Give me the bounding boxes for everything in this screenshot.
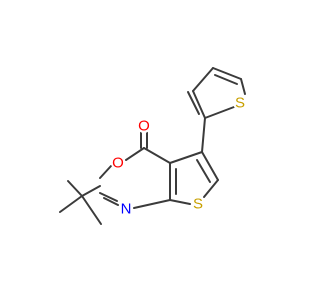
bond-c4a-c4 [143, 147, 171, 164]
atom-labels: O O N S S [111, 95, 247, 218]
bond-thienyl-c4-c5 [212, 67, 242, 80]
bond-c5-thienyl [201, 117, 206, 153]
atom-label-o: O [112, 155, 124, 172]
bond-c5-c6-double [196, 159, 211, 183]
atom-label-n: N [121, 201, 132, 218]
bonds [59, 67, 246, 225]
bond-tbutyl-me2 [59, 195, 83, 213]
atom-substituent-sulfur: S [233, 95, 247, 112]
bond-c2-n1-double [103, 197, 119, 206]
bond-tbutyl-me3 [81, 195, 102, 225]
atom-label-s: S [193, 196, 203, 213]
bond-thienyl-c2-c3-double [187, 91, 200, 115]
bond-c2-tbutyl [81, 185, 101, 197]
bond-c6-s7 [203, 179, 219, 198]
atom-fused-sulfur: S [191, 196, 205, 213]
bond-s7-c7a [169, 199, 191, 205]
bond-thienyl-c3-c4 [192, 67, 214, 92]
bond-c4a-c5 [169, 151, 203, 164]
bond-thienyl-c5-s [240, 78, 246, 95]
bond-c5-c6 [201, 151, 219, 181]
atom-carbonyl-oxygen: O [137, 118, 151, 135]
bond-c4-o3 [125, 147, 145, 161]
atom-ring-oxygen: O [111, 155, 125, 172]
bond-thienyl-c2-c3 [192, 90, 206, 119]
bond-thienyl-s-c2 [204, 106, 235, 119]
atom-ring-nitrogen: N [119, 201, 133, 218]
bond-tbutyl-me1 [67, 180, 83, 197]
atom-label-o: O [138, 118, 150, 135]
molecule-structure: O O N S S [59, 67, 247, 225]
bond-n1-c7a [133, 199, 171, 209]
bond-thienyl-c4-c5-double [214, 74, 238, 85]
bond-c2-n1 [99, 192, 118, 202]
bond-o3-c2 [99, 165, 112, 179]
atom-label-s: S [235, 95, 245, 112]
